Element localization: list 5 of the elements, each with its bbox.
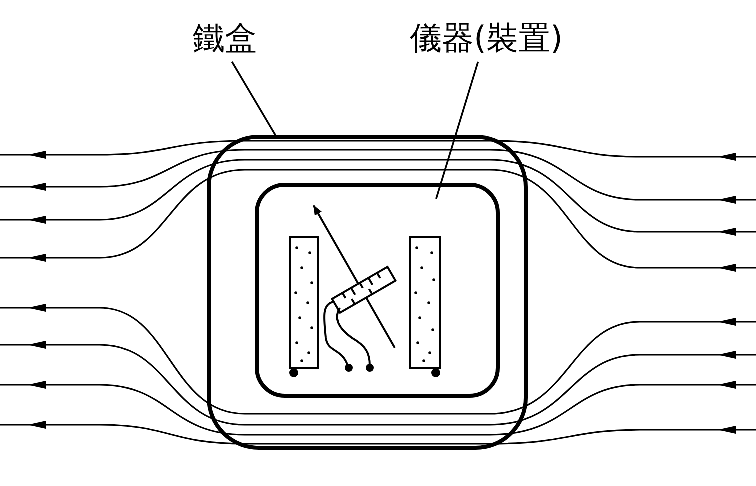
label-text: 鐵盒: [193, 18, 257, 58]
leader-line: [231, 62, 277, 136]
leader-line: [436, 62, 480, 200]
label-text: 儀器(裝置): [410, 18, 563, 58]
iron-box: [207, 135, 528, 450]
